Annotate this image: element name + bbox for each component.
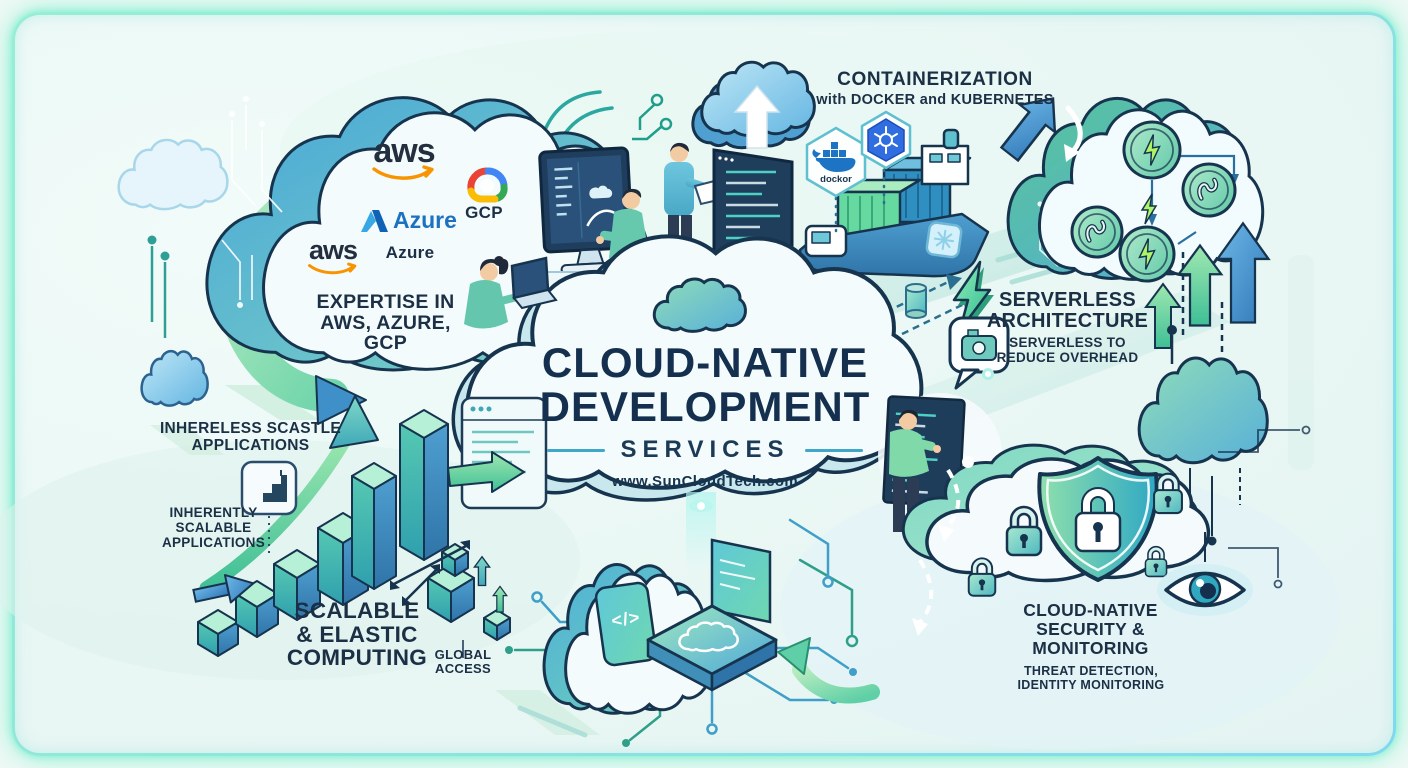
security-subtitle: THREAT DETECTION, IDENTITY MONITORING: [1017, 664, 1165, 692]
growth-arrow: [199, 395, 379, 595]
up-arrow-icon: [733, 84, 781, 149]
small-lightning-icon: [1140, 193, 1158, 225]
coin-lightning-icon: [1118, 225, 1176, 283]
global-access-label: GLOBAL ACCESS: [434, 647, 492, 677]
bar-chart: [197, 409, 449, 657]
code-tile: [594, 581, 658, 667]
eye-icon: [1157, 532, 1253, 616]
aws-logo: aws: [372, 132, 436, 183]
padlock-icon: [1153, 472, 1183, 515]
gcp-logo-icon: [467, 167, 508, 203]
aws-swoosh-icon: [372, 165, 434, 181]
security-title: CLOUD-NATIVE SECURITY & MONITORING: [1023, 600, 1158, 658]
containerization-subtitle: with DOCKER and KUBERNETES: [816, 92, 1054, 108]
white-dashed-arrows: [918, 468, 961, 624]
gradient-cloud-right: [1137, 356, 1269, 465]
sparkle-dot: [962, 456, 974, 468]
padlock-icon: [1005, 505, 1043, 557]
aws-logo-text: aws: [373, 132, 435, 170]
small-cloud-corner: [117, 139, 229, 210]
aws-logo-2: aws: [308, 235, 358, 277]
ship-cabin: [920, 128, 970, 186]
ice-cube-icon: [925, 221, 963, 259]
docker-label: dockor: [820, 174, 852, 185]
circuit-pins-left: [147, 235, 170, 338]
azure-logo: Azure: [360, 207, 457, 234]
services-subtitle-row: SERVICES: [445, 436, 965, 464]
curved-arrow-white: [1065, 105, 1083, 153]
upload-cloud-icon: [691, 61, 816, 149]
chat-bubble-icon: [948, 316, 1010, 390]
coin-loop-icon: [1181, 162, 1237, 218]
truck-cab: [804, 224, 848, 258]
main-title-block: CLOUD-NATIVE DEVELOPMENT SERVICES www.Su…: [445, 339, 965, 491]
divider-line: [546, 448, 605, 452]
coin-loop-icon: [1070, 205, 1124, 259]
arrow-right-small: [192, 574, 255, 604]
padlock-icon: [967, 557, 997, 597]
circuit-lines-cloud: [221, 96, 283, 308]
serverless-title: SERVERLESS ARCHITECTURE: [986, 289, 1149, 332]
up-arrows-cluster: [1145, 222, 1270, 364]
website-url: www.SunCloudTech.com: [611, 473, 799, 491]
curved-arrow-left: [777, 637, 880, 704]
board-lines-right: [1218, 425, 1311, 589]
coin-lightning-icon: [1122, 120, 1182, 180]
computing-title: SCALABLE & ELASTIC COMPUTING: [286, 598, 428, 671]
security-cloud: [903, 445, 1208, 636]
person-laptop: [464, 256, 558, 329]
gcp-label: GCP: [465, 203, 503, 222]
azure-triangle-icon: [361, 209, 388, 232]
small-cloud-left: [140, 350, 209, 407]
azure-label: Azure: [385, 243, 435, 262]
arrow-right-green: [447, 451, 525, 493]
chip-tile: [646, 604, 778, 692]
green-circuit-trace: [632, 93, 673, 141]
kubernetes-icon: [867, 118, 905, 162]
screen-tile: [710, 538, 772, 624]
aws-swoosh-icon: [308, 262, 357, 274]
docker-whale-icon: [812, 142, 856, 172]
faded-chevrons: [150, 385, 600, 735]
padlock-icon: [1144, 546, 1168, 578]
serverless-subtitle: SERVERLESS TO REDUCE OVERHEAD: [996, 335, 1139, 365]
services-subtitle: SERVICES: [620, 436, 790, 464]
stairs-icon: [240, 460, 298, 558]
serverless-cloud: [1008, 98, 1263, 283]
shield-lock-icon: [1037, 456, 1159, 582]
containerization-title: CONTAINERIZATION: [837, 69, 1033, 90]
bottom-code-cloud: [544, 565, 716, 714]
azure-logo-text: Azure: [393, 207, 457, 233]
expertise-title: EXPERTISE IN AWS, AZURE, GCP: [316, 291, 455, 355]
aws-logo-2-text: aws: [308, 235, 358, 265]
divider-line: [805, 448, 864, 452]
kubernetes-badge: [860, 110, 912, 170]
double-headed-arrows: [390, 540, 508, 613]
expertise-cloud: [207, 96, 650, 370]
scastle-apps-title: INHERELESS SCASTLE APPLICATIONS: [159, 420, 342, 455]
scalable-apps-subtitle: INHERENTLY SCALABLE APPLICATIONS: [161, 505, 266, 550]
page-title: CLOUD-NATIVE DEVELOPMENT: [539, 339, 871, 430]
cylinder-icon: [905, 283, 927, 319]
